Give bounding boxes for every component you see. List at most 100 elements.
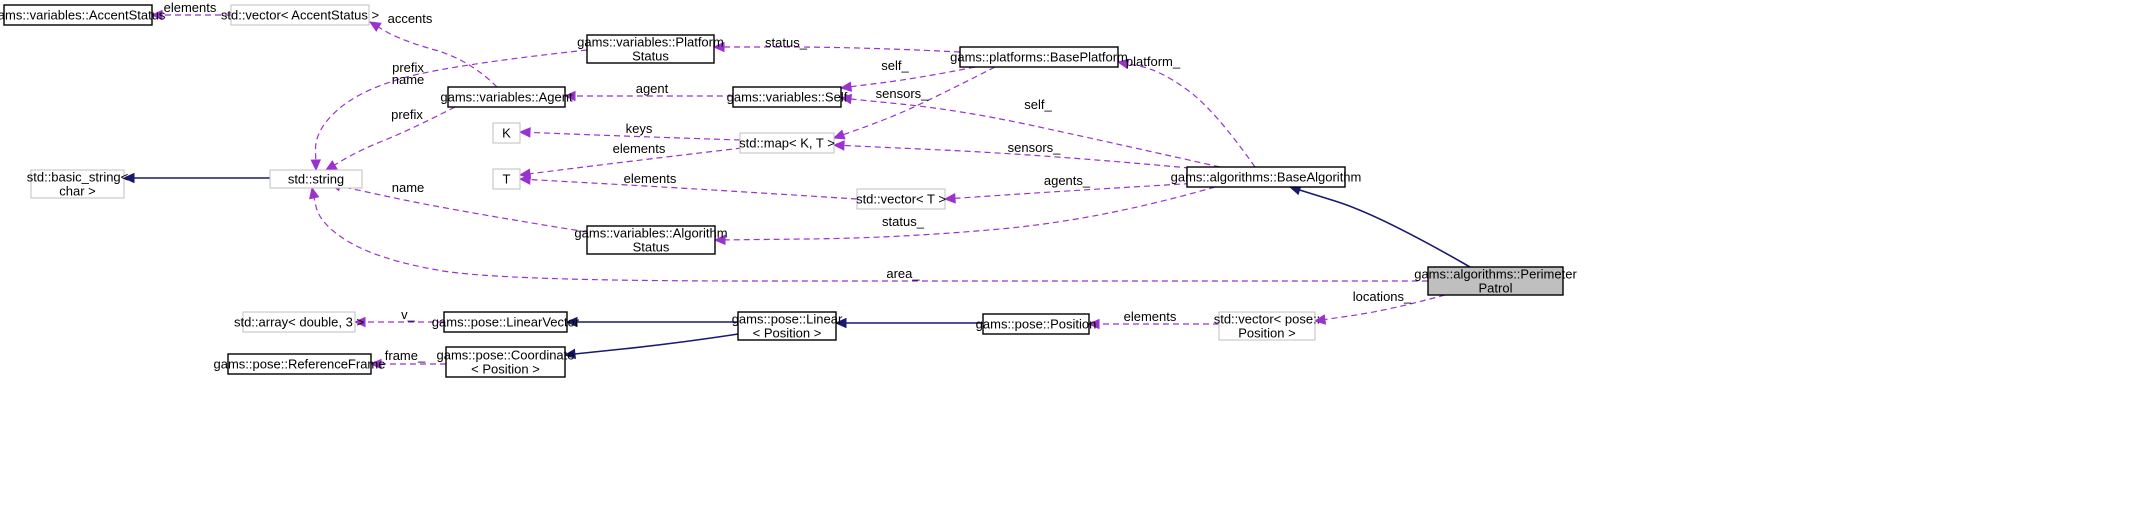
node-label: std::basic_string< [27, 170, 129, 185]
node-label: Position > [1238, 326, 1295, 341]
node-label: gams::algorithms::Perimeter [1414, 267, 1577, 282]
usage-line [944, 182, 1201, 200]
arrowhead [1116, 58, 1130, 70]
edge-map-kt-to-k: keys [518, 121, 741, 141]
edge-platform-status-to-string: prefix name [310, 49, 588, 172]
node-label: Status [632, 49, 669, 64]
node-linear-position[interactable]: gams::pose::Linear< Position > [732, 311, 843, 341]
edge-label: area_ [886, 266, 920, 281]
usage-line [314, 49, 588, 171]
node-label: gams::variables::Agent [440, 90, 573, 105]
arrowhead [832, 129, 846, 140]
arrowhead [839, 81, 853, 92]
edge-label: platform_ [1126, 54, 1181, 69]
node-label: gams::pose::Position [976, 317, 1097, 332]
edge-vec-pose-position-to-position: elements [1087, 309, 1219, 330]
node-label: K [502, 126, 511, 141]
node-label: < Position > [471, 362, 540, 377]
edge-agent-to-string: prefix [324, 106, 456, 171]
arrowhead [712, 41, 725, 53]
arrowhead [518, 127, 531, 138]
arrowhead [309, 186, 320, 200]
edge-position-to-linear-position [834, 317, 983, 329]
arrowhead [310, 159, 322, 172]
node-map-kt[interactable]: std::map< K, T > [739, 132, 835, 154]
edge-linear-vector-to-array-double: v_ [353, 307, 444, 328]
node-label: std::vector< AccentStatus > [221, 8, 379, 23]
node-box [856, 188, 946, 210]
node-box [737, 311, 837, 341]
node-string[interactable]: std::string [269, 169, 363, 189]
node-box [1186, 166, 1346, 188]
edge-label: name [392, 180, 425, 195]
arrowhead [713, 234, 726, 246]
arrowhead [563, 90, 576, 102]
usage-line [519, 147, 743, 176]
edge-label: elements [164, 0, 217, 15]
node-t[interactable]: T [492, 168, 521, 190]
usage-line [369, 21, 498, 88]
node-array-double[interactable]: std::array< double, 3 > [234, 311, 364, 333]
node-basic-string[interactable]: std::basic_string<char > [27, 169, 129, 199]
arrowhead [1087, 318, 1100, 330]
usage-line [1314, 294, 1446, 322]
node-label: gams::pose::ReferenceFrame [214, 357, 386, 372]
node-box [739, 132, 835, 154]
edge-label: agent [636, 81, 669, 96]
usage-line [329, 183, 588, 233]
node-label: std::map< K, T > [739, 136, 835, 151]
node-label: std::vector< T > [856, 192, 946, 207]
edge-label: name [392, 72, 425, 87]
node-self[interactable]: gams::variables::Self [727, 86, 848, 108]
node-box [30, 169, 125, 199]
edge-string-to-basic-string [122, 172, 270, 184]
arrowhead [324, 160, 338, 171]
edge-label: sensors_ [1008, 140, 1062, 155]
edge-label: self_ [881, 58, 909, 73]
node-label: std::string [288, 172, 344, 187]
edge-label: v_ [401, 307, 416, 322]
node-agent[interactable]: gams::variables::Agent [440, 86, 573, 108]
node-label: gams::variables::Platform [577, 35, 724, 50]
edge-label: keys [626, 121, 653, 136]
node-box [242, 311, 356, 333]
edge-base-algorithm-to-algorithm-status: status_ [713, 186, 1216, 246]
node-coordinate-position[interactable]: gams::pose::Coordinate< Position > [436, 346, 575, 378]
node-box [443, 311, 568, 333]
edge-base-algorithm-to-map-kt: sensors_ [832, 140, 1201, 170]
edge-coordinate-position-to-reference-frame: frame_ [369, 348, 446, 370]
arrowhead [150, 9, 163, 21]
edge-base-algorithm-to-base-platform: platform_ [1116, 54, 1256, 168]
node-linear-vector[interactable]: gams::pose::LinearVector [432, 311, 580, 333]
edge-algorithm-status-to-string: name [328, 180, 588, 233]
usage-line [519, 131, 741, 141]
usage-line [519, 178, 858, 200]
node-reference-frame[interactable]: gams::pose::ReferenceFrame [214, 353, 386, 375]
node-label: std::vector< pose:: [1214, 312, 1321, 327]
edge-label: status_ [882, 214, 925, 229]
edge-label: status_ [765, 35, 808, 50]
edge-label: accents [388, 11, 433, 26]
node-vec-pose-position[interactable]: std::vector< pose::Position > [1214, 311, 1321, 341]
node-vec-t[interactable]: std::vector< T > [856, 188, 946, 210]
node-label: Patrol [1479, 281, 1513, 296]
node-base-algorithm[interactable]: gams::algorithms::BaseAlgorithm [1171, 166, 1362, 188]
arrowhead [943, 193, 956, 204]
node-k[interactable]: K [492, 122, 521, 144]
node-box [230, 4, 370, 26]
node-position[interactable]: gams::pose::Position [976, 313, 1097, 335]
node-vec-accent[interactable]: std::vector< AccentStatus > [221, 4, 379, 26]
node-accent-status[interactable]: gams::variables::AccentStatus [0, 4, 166, 26]
edge-label: sensors_ [876, 86, 930, 101]
edge-base-algorithm-to-vec-t: agents_ [943, 173, 1201, 204]
arrowhead [122, 172, 135, 184]
node-base-platform[interactable]: gams::platforms::BasePlatform [950, 46, 1128, 68]
node-label: gams::variables::Algorithm [574, 226, 727, 241]
node-box [447, 86, 566, 108]
node-box [586, 34, 715, 64]
